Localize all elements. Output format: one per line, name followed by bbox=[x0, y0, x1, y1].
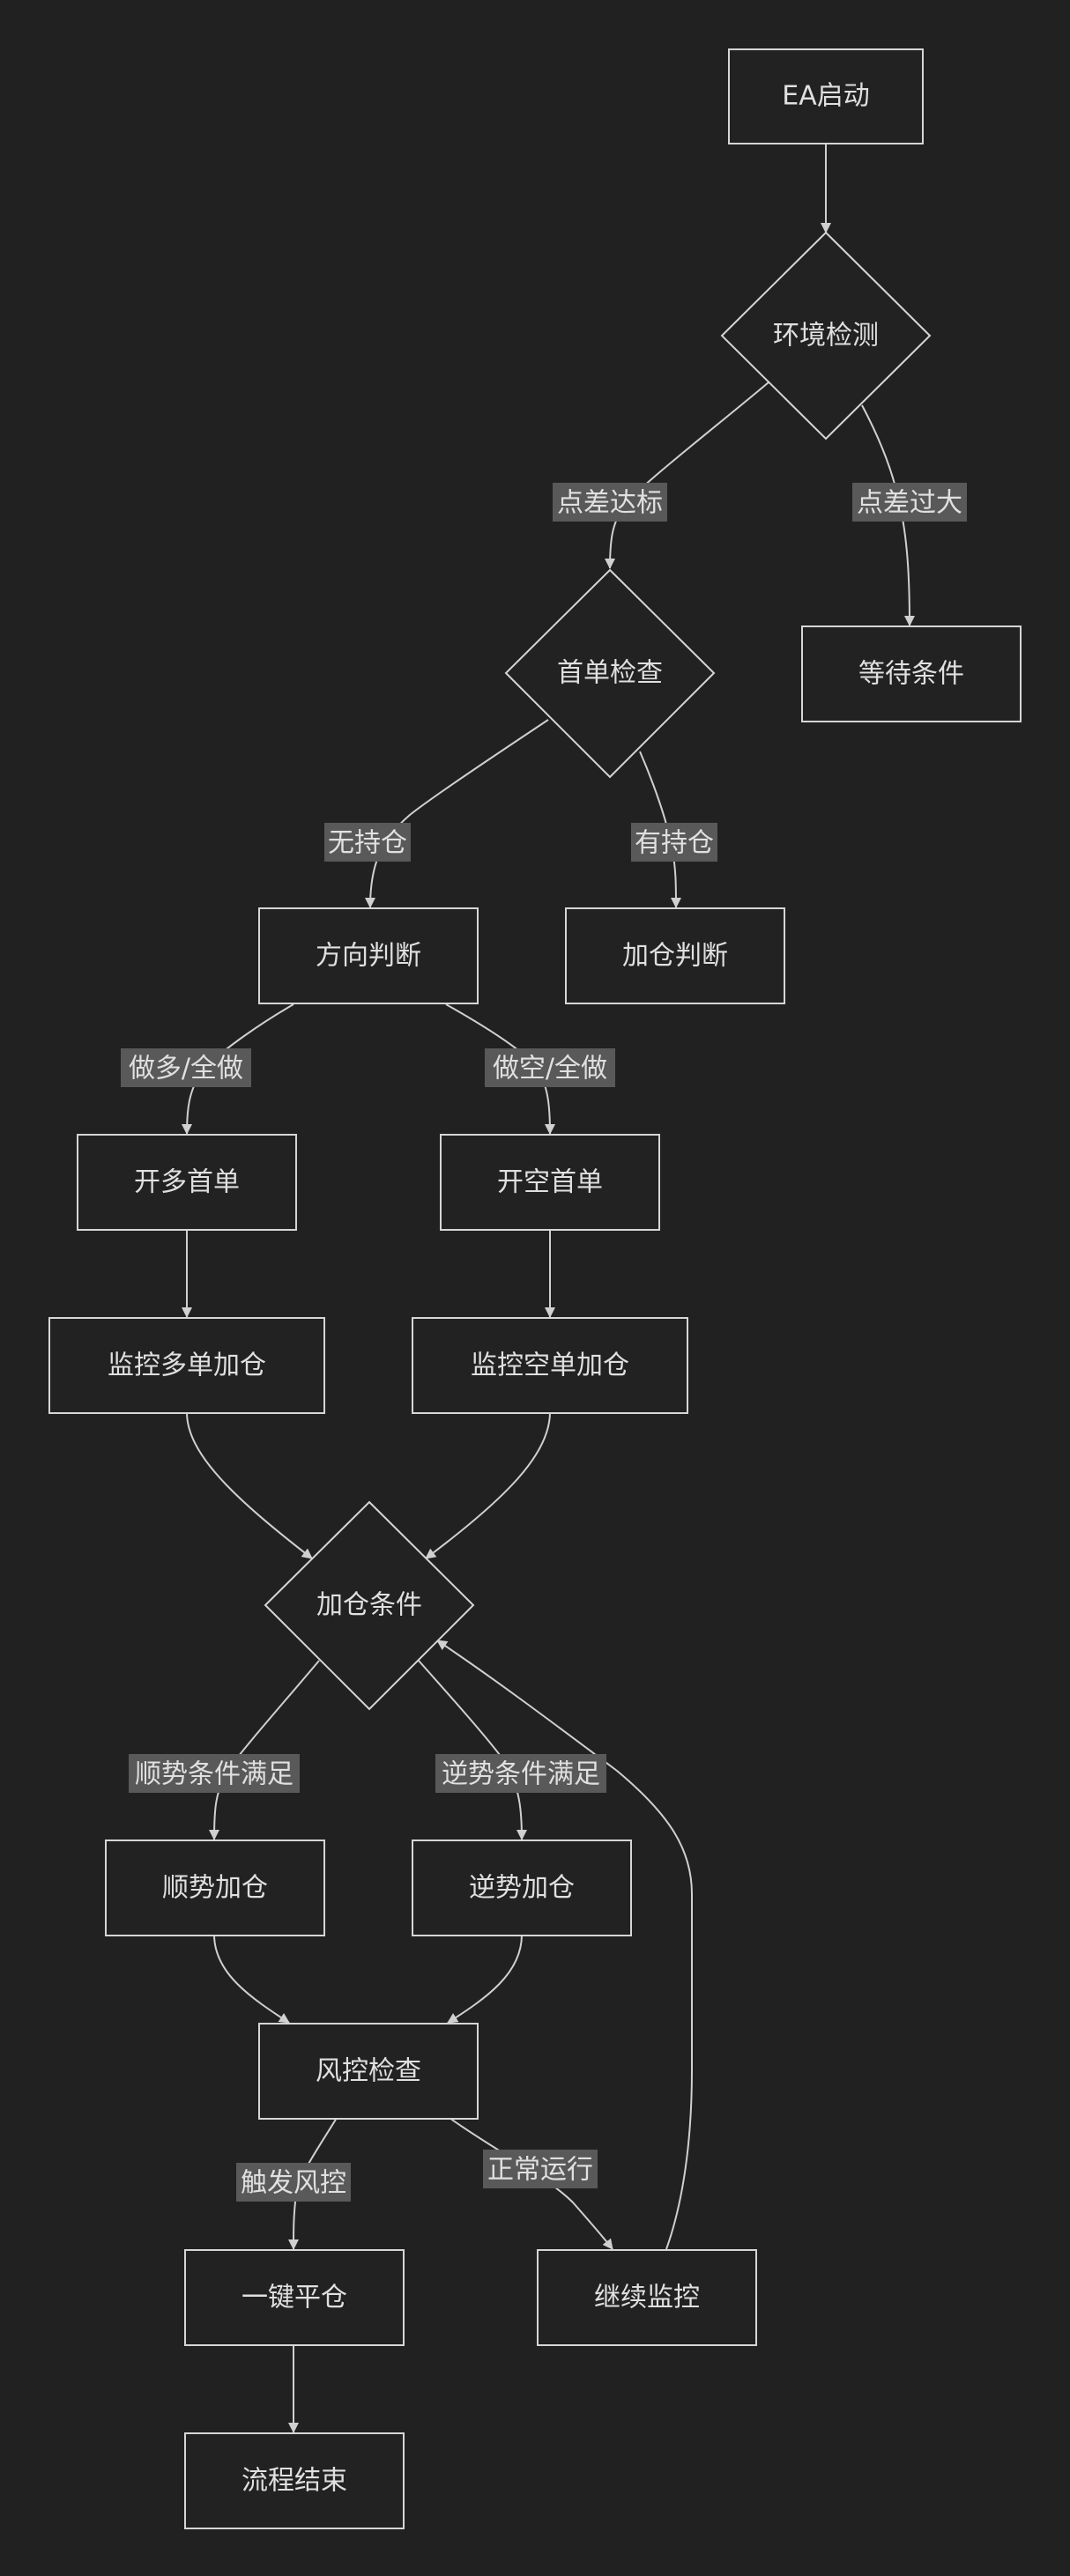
node-monitor-long-add: 监控多单加仓 bbox=[48, 1317, 325, 1414]
svg-text:监控空单加仓: 监控空单加仓 bbox=[471, 1351, 629, 1381]
node-open-long-first: 开多首单 bbox=[77, 1134, 297, 1231]
svg-text:开空首单: 开空首单 bbox=[497, 1167, 603, 1198]
svg-text:风控检查: 风控检查 bbox=[316, 2056, 421, 2087]
svg-text:点差过大: 点差过大 bbox=[857, 488, 962, 519]
svg-text:开多首单: 开多首单 bbox=[134, 1167, 240, 1198]
svg-text:加仓判断: 加仓判断 bbox=[622, 941, 728, 972]
edge-label-counter-met: 逆势条件满足 bbox=[435, 1754, 606, 1793]
node-direction-judge: 方向判断 bbox=[258, 907, 479, 1004]
svg-text:正常运行: 正常运行 bbox=[487, 2155, 593, 2186]
edge-add-condition-to-trend-add bbox=[209, 1660, 320, 1840]
svg-text:方向判断: 方向判断 bbox=[316, 941, 421, 972]
edge-label-no-position: 无持仓 bbox=[324, 823, 411, 862]
node-trend-add: 顺势加仓 bbox=[105, 1839, 325, 1936]
edge-label-has-position: 有持仓 bbox=[631, 823, 717, 862]
svg-text:EA启动: EA启动 bbox=[782, 81, 869, 112]
svg-text:做多/全做: 做多/全做 bbox=[129, 1054, 243, 1084]
edge-monitor-long-to-add-condition bbox=[186, 1411, 313, 1559]
edge-label-spread-ok: 点差达标 bbox=[553, 483, 667, 522]
node-env-check: 环境检测 bbox=[720, 231, 932, 440]
node-add-condition: 加仓条件 bbox=[264, 1500, 475, 1711]
edge-label-risk-triggered: 触发风控 bbox=[236, 2163, 351, 2202]
edge-add-condition-to-counter-add bbox=[418, 1660, 527, 1840]
svg-text:流程结束: 流程结束 bbox=[241, 2466, 347, 2497]
nodes: EA启动 环境检测 等待条件 首单检查 方向判断 加仓判断 开多首单 bbox=[48, 48, 1022, 2529]
node-ea-start: EA启动 bbox=[728, 48, 924, 144]
svg-text:顺势条件满足: 顺势条件满足 bbox=[135, 1759, 294, 1790]
node-close-all: 一键平仓 bbox=[184, 2249, 405, 2346]
edge-counter-add-to-risk bbox=[447, 1934, 523, 2024]
node-open-short-first: 开空首单 bbox=[440, 1134, 660, 1231]
node-wait-condition: 等待条件 bbox=[801, 625, 1022, 722]
node-add-position-judge: 加仓判断 bbox=[565, 907, 785, 1004]
edge-env-to-first-check bbox=[605, 381, 769, 569]
node-continue-monitor: 继续监控 bbox=[537, 2249, 757, 2346]
edge-continue-to-add-condition bbox=[436, 1640, 693, 2250]
svg-text:点差达标: 点差达标 bbox=[557, 488, 663, 519]
edge-monitor-short-to-add-condition bbox=[425, 1411, 551, 1559]
edge-label-trend-met: 顺势条件满足 bbox=[129, 1754, 300, 1793]
edge-label-spread-too-large: 点差过大 bbox=[852, 483, 967, 522]
edge-trend-add-to-risk bbox=[213, 1934, 290, 2024]
svg-text:监控多单加仓: 监控多单加仓 bbox=[108, 1351, 266, 1381]
svg-text:触发风控: 触发风控 bbox=[241, 2168, 346, 2199]
svg-text:等待条件: 等待条件 bbox=[858, 659, 964, 690]
node-first-order-check: 首单检查 bbox=[504, 568, 716, 779]
svg-text:加仓条件: 加仓条件 bbox=[316, 1590, 422, 1621]
svg-text:无持仓: 无持仓 bbox=[328, 828, 407, 859]
edge-first-check-to-direction bbox=[365, 719, 549, 908]
edge-risk-to-continue bbox=[449, 2117, 613, 2250]
edge-label-normal-run: 正常运行 bbox=[483, 2150, 598, 2188]
svg-text:首单检查: 首单检查 bbox=[557, 658, 663, 689]
node-risk-check: 风控检查 bbox=[258, 2023, 479, 2120]
node-process-end: 流程结束 bbox=[184, 2432, 405, 2529]
node-counter-trend-add: 逆势加仓 bbox=[412, 1839, 632, 1936]
svg-text:做空/全做: 做空/全做 bbox=[493, 1054, 607, 1084]
edge-label-long-or-all: 做多/全做 bbox=[121, 1048, 251, 1087]
svg-text:逆势条件满足: 逆势条件满足 bbox=[442, 1759, 600, 1790]
edge-label-short-or-all: 做空/全做 bbox=[485, 1048, 615, 1087]
svg-text:逆势加仓: 逆势加仓 bbox=[469, 1873, 575, 1904]
svg-text:顺势加仓: 顺势加仓 bbox=[162, 1873, 268, 1904]
svg-text:环境检测: 环境检测 bbox=[773, 321, 879, 352]
node-monitor-short-add: 监控空单加仓 bbox=[412, 1317, 688, 1414]
svg-text:有持仓: 有持仓 bbox=[635, 828, 714, 859]
edge-labels: 点差达标 点差过大 无持仓 有持仓 做多/全做 做空/全做 顺势条件满足 逆势 bbox=[121, 483, 967, 2202]
svg-text:继续监控: 继续监控 bbox=[594, 2283, 700, 2313]
svg-text:一键平仓: 一键平仓 bbox=[241, 2283, 347, 2313]
